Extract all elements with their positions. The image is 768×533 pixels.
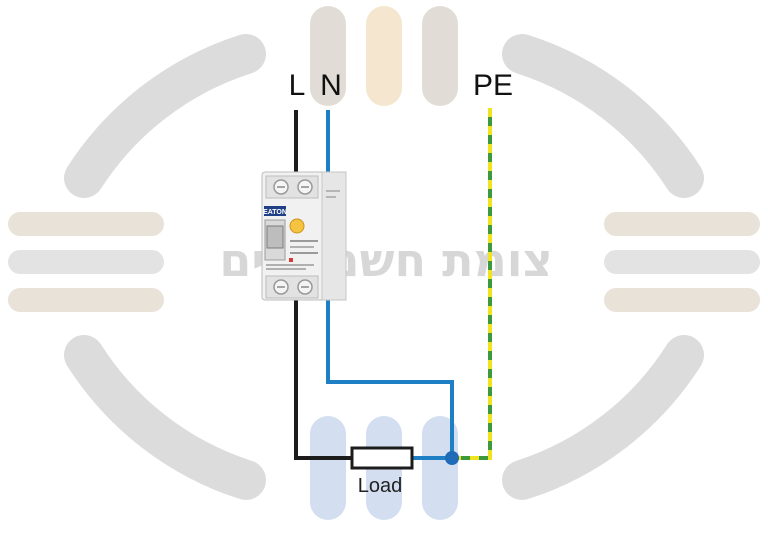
- watermark-arc-bottom-left: [64, 335, 266, 500]
- watermark-pill-top-3: [422, 6, 458, 106]
- neutral-wire-bottom: [326, 300, 454, 458]
- live-wire-bottom: [294, 300, 352, 460]
- watermark-arc-top-left: [64, 34, 266, 198]
- wires: [294, 108, 492, 465]
- watermark-pill-right-1: [604, 212, 760, 236]
- watermark-pill-bottom-1: [310, 416, 346, 520]
- watermark-pill-top-2: [366, 6, 402, 106]
- watermark-pill-left-3: [8, 288, 164, 312]
- watermark-pill-left-1: [8, 212, 164, 236]
- watermark-pill-right-2: [604, 250, 760, 274]
- rcbo-rating-text: [266, 190, 340, 270]
- watermark-logo: צומת חשמלאים: [8, 6, 760, 520]
- rcbo-test-button: [289, 218, 305, 234]
- watermark-arc-bottom-right: [502, 335, 704, 500]
- label-neutral: N: [320, 69, 342, 102]
- load-label: Load: [358, 475, 403, 497]
- watermark-pill-bottom-3: [422, 416, 458, 520]
- load: Load: [350, 446, 414, 497]
- label-earth: PE: [473, 69, 513, 102]
- watermark-pill-left-2: [8, 250, 164, 274]
- rcbo-brand-strip: [264, 206, 286, 216]
- rcbo-side-panel: [321, 171, 347, 301]
- rcbo-breaker: EATON: [261, 171, 347, 301]
- rcbo-toggle-lever: [266, 225, 284, 249]
- junction-dot: [445, 451, 459, 465]
- load-resistor: [350, 446, 414, 470]
- label-live: L: [289, 69, 306, 102]
- rcbo-indicator: [289, 258, 293, 262]
- watermark-pill-top-1: [310, 6, 346, 106]
- watermark-arc-top-right: [502, 34, 704, 198]
- rcbo-brand: EATON: [263, 209, 287, 216]
- watermark-pill-right-3: [604, 288, 760, 312]
